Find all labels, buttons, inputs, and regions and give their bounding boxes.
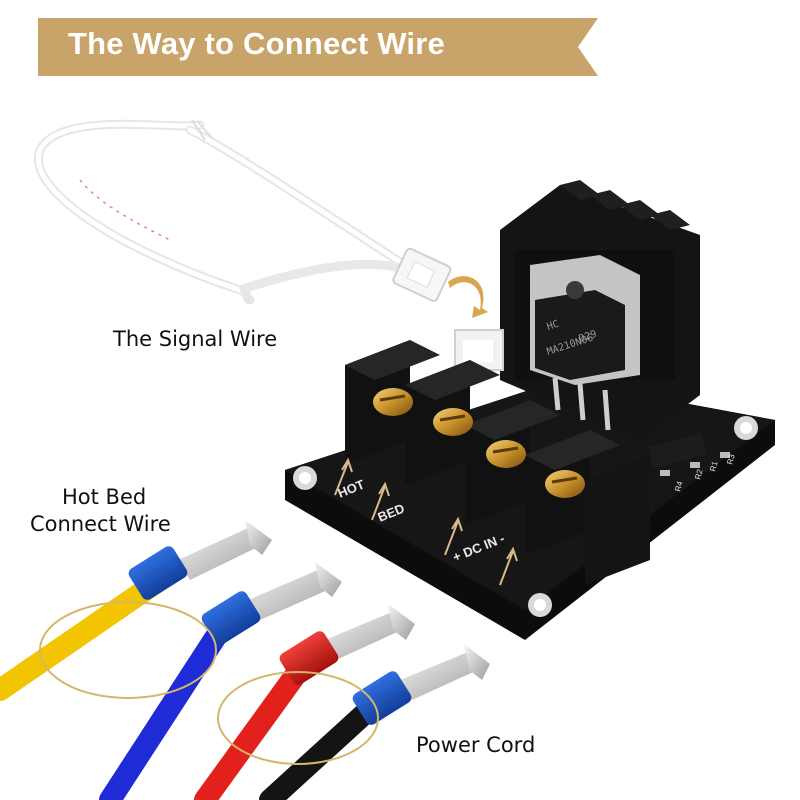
svg-text:HC: HC	[546, 319, 561, 333]
spade-connector-yellow-wire	[128, 520, 272, 600]
svg-text:R4: R4	[673, 480, 684, 493]
hot-bed-highlight	[39, 601, 217, 699]
spade-connector-blue-wire	[201, 562, 342, 645]
connection-arrow	[448, 276, 488, 318]
title-banner	[38, 18, 598, 76]
svg-text:R1: R1	[708, 460, 719, 473]
signal-wire-label: The Signal Wire	[113, 327, 278, 351]
spade-connector-black-wire	[352, 644, 490, 725]
signal-wire	[33, 119, 452, 305]
power-cord-highlight	[217, 671, 379, 765]
svg-text:R3: R3	[725, 453, 736, 466]
power-cord-label: Power Cord	[416, 733, 536, 757]
svg-text:D29: D29	[578, 329, 599, 345]
mosfet-board: HC D29 MA210N06	[285, 180, 775, 640]
hot-bed-label-line2: Connect Wire	[30, 512, 171, 536]
svg-text:R2: R2	[693, 468, 704, 481]
hot-bed-label-line1: Hot Bed	[62, 485, 147, 509]
hot-bed-wires	[0, 569, 241, 800]
page-title: The Way to Connect Wire	[68, 26, 445, 61]
